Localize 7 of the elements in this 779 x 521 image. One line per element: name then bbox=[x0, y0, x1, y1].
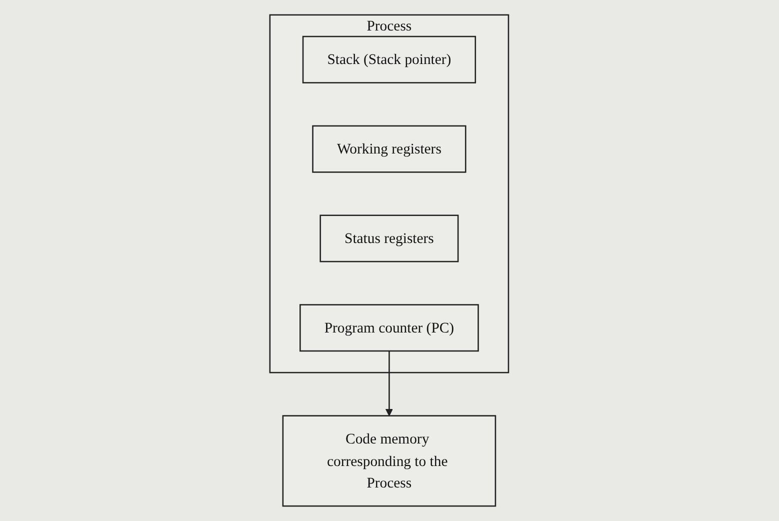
node-box bbox=[312, 125, 467, 173]
node-box bbox=[320, 214, 459, 262]
arrow bbox=[386, 351, 394, 416]
cluster bbox=[270, 14, 510, 374]
node-box bbox=[302, 36, 476, 84]
node-box bbox=[282, 415, 496, 507]
node-box bbox=[300, 304, 480, 352]
